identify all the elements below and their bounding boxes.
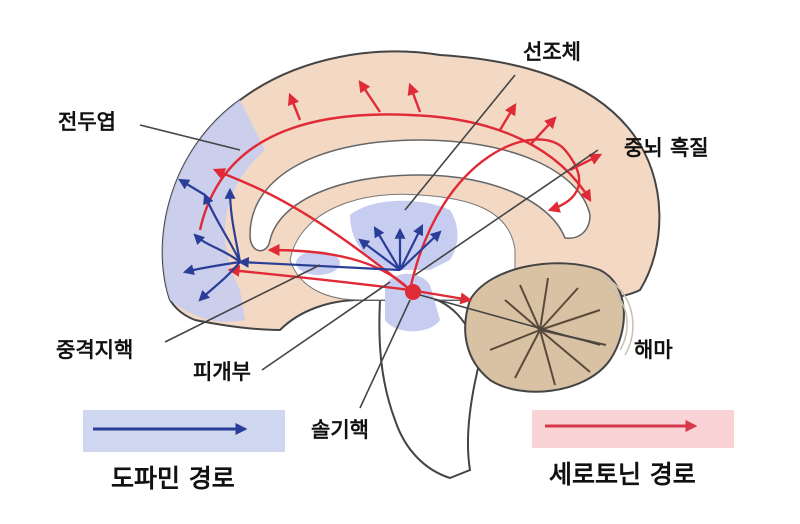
label-ventral-tegmental-area: 중격지핵 (56, 338, 134, 362)
dopamine-pathways (178, 178, 442, 302)
label-hippocampus: 해마 (634, 338, 673, 362)
serotonin-pathways (198, 80, 603, 305)
label-substantia-nigra: 중뇌 흑질 (624, 136, 709, 160)
label-raphe-nucleus: 솔기핵 (311, 418, 369, 442)
legend-serotonin: 세로토닌 경로 (549, 460, 696, 489)
corpus-callosum (249, 139, 591, 252)
cerebrum (161, 50, 661, 332)
pointer-lines (139, 74, 601, 409)
label-cortex: 피개부 (193, 360, 251, 384)
label-frontal-lobe: 전두엽 (58, 110, 116, 134)
label-striatum: 선조체 (523, 40, 581, 64)
serotonin-legend-swatch (532, 410, 734, 448)
accumbens-region (296, 251, 340, 275)
dopamine-legend-swatch (83, 410, 285, 452)
cerebellum-bands (599, 274, 634, 356)
raphe-dot (405, 284, 421, 300)
legend-dopamine: 도파민 경로 (111, 464, 235, 493)
cerebellum-folia (489, 277, 607, 386)
